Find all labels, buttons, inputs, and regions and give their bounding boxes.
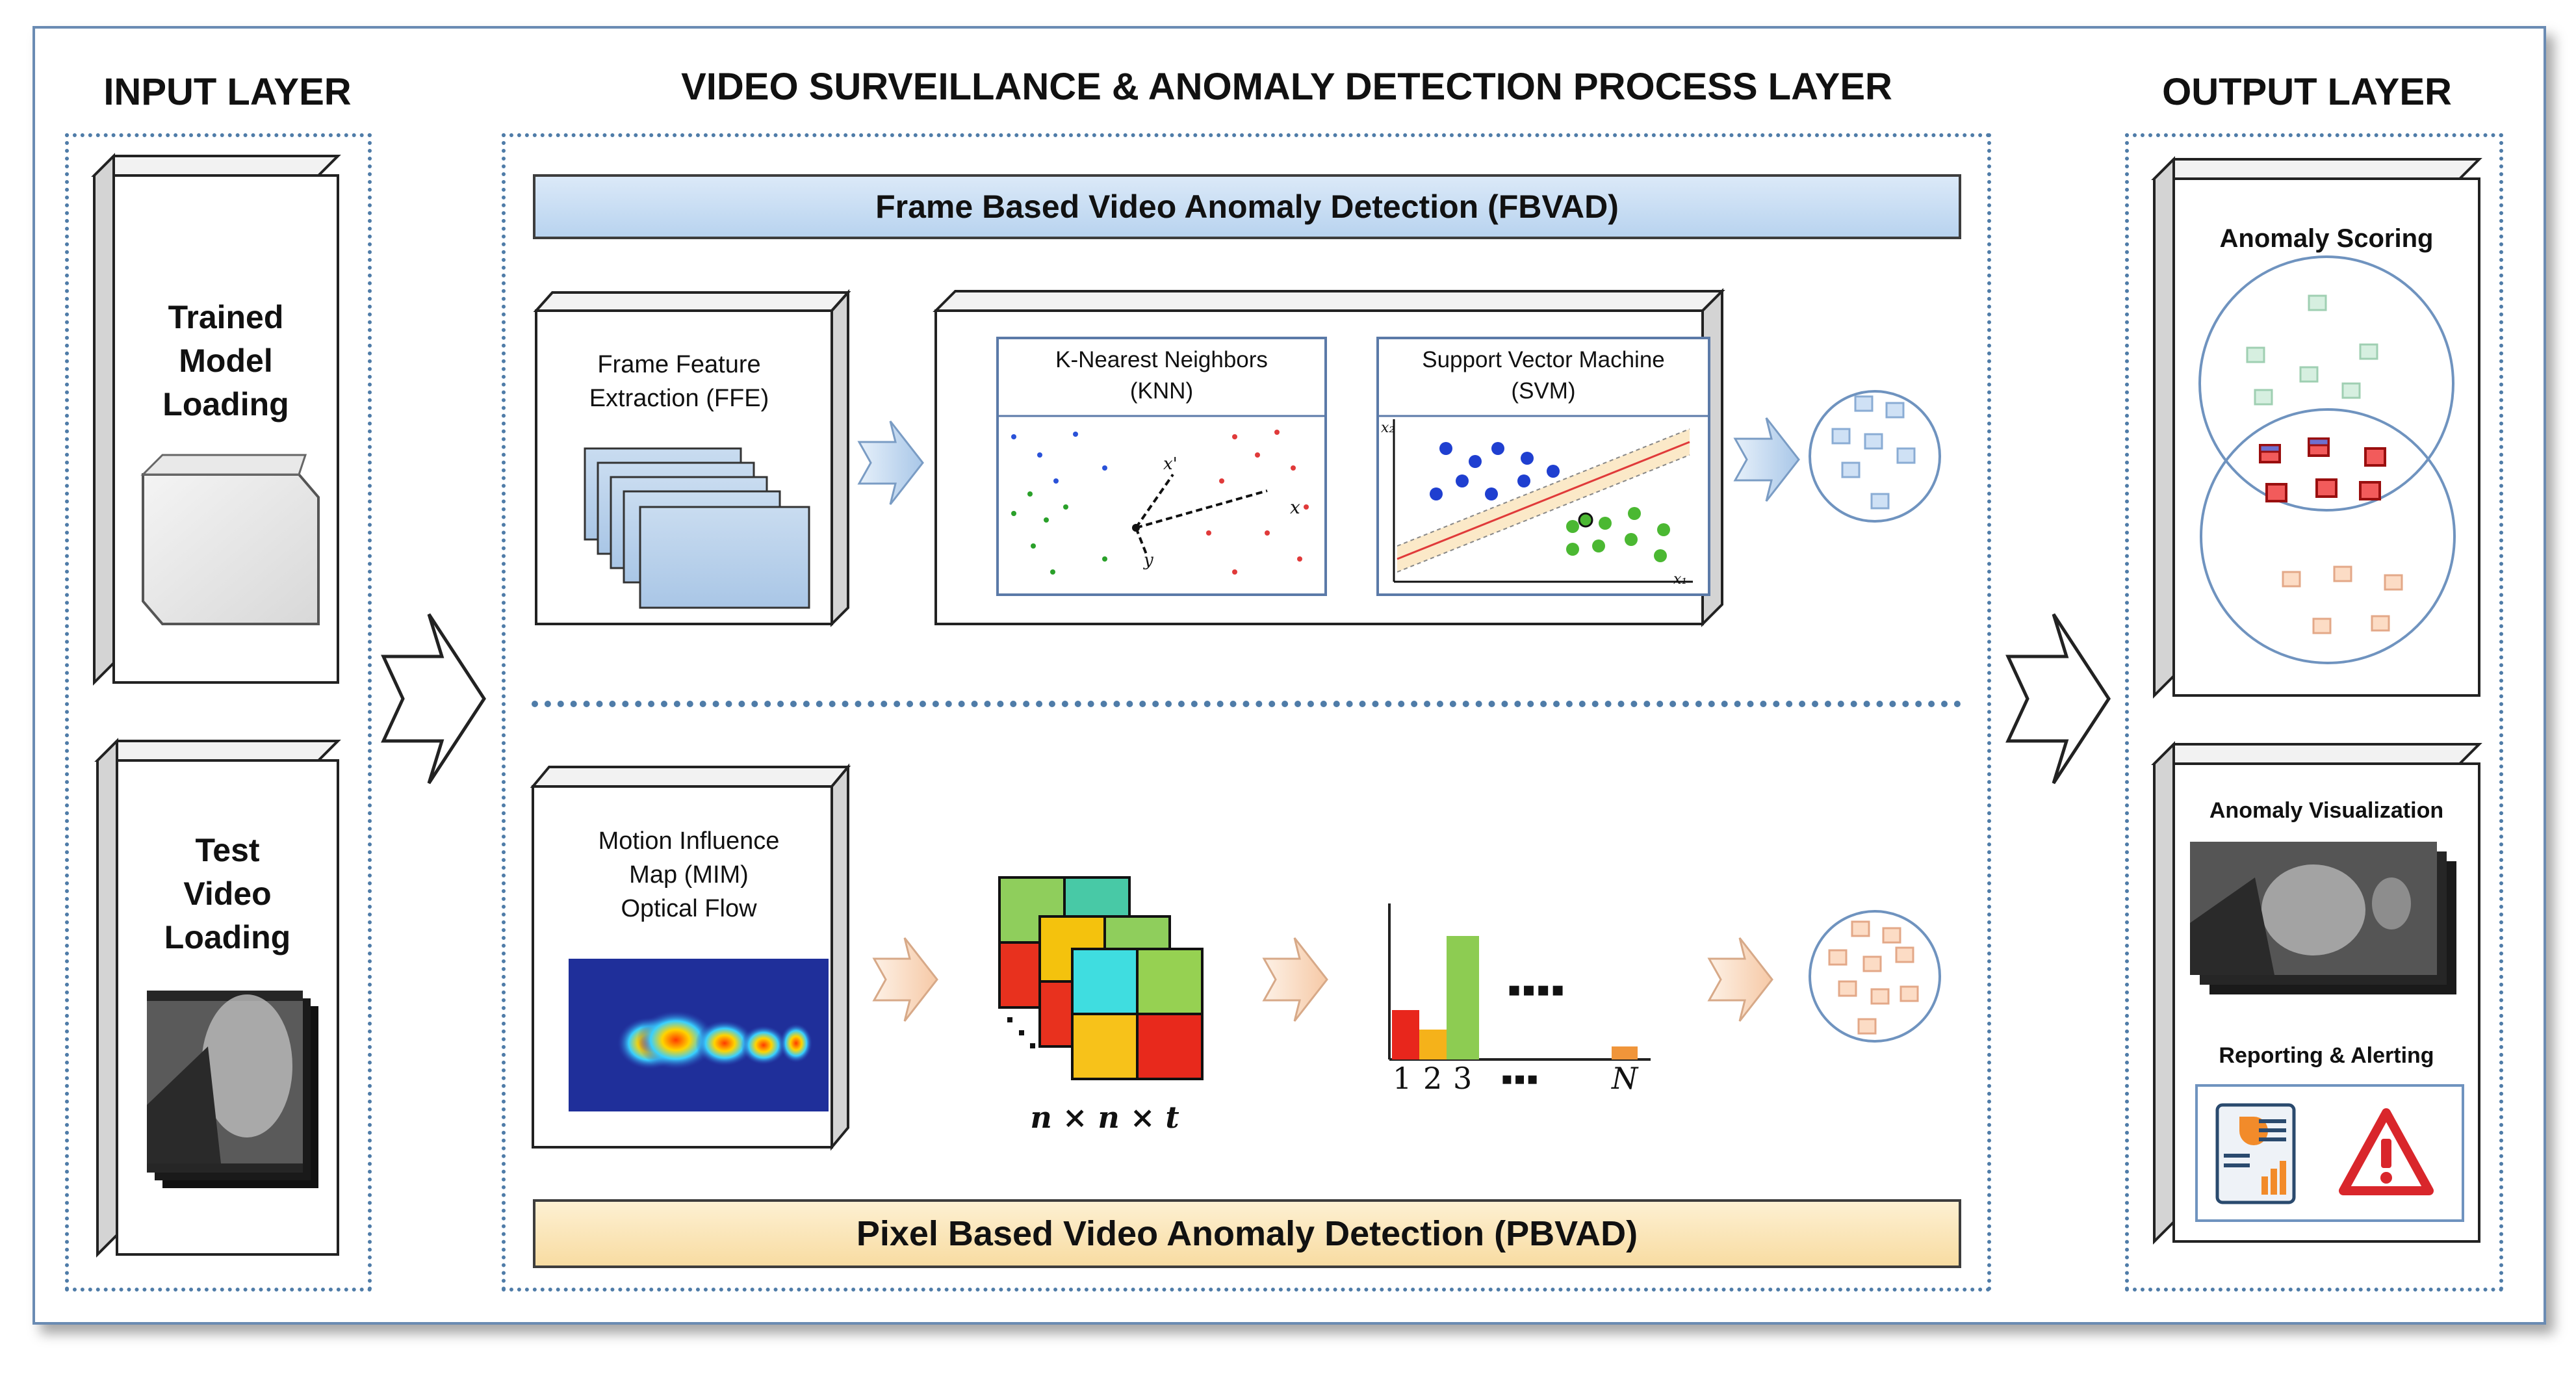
arrow-right-icon: [381, 613, 2111, 785]
knn-label: K-Nearest Neighbors(KNN): [1055, 347, 1268, 404]
scoring-venn: [2198, 255, 2456, 664]
arrow-right-icon: [872, 937, 938, 1022]
svm-panel: x₂ x₁: [1376, 337, 1710, 596]
motion-grid-stack: [998, 876, 1204, 1080]
arrow-right-icon: [1733, 417, 1800, 502]
arrow-right-icon: [857, 421, 924, 505]
svg-text:y: y: [1143, 551, 1153, 570]
grid-size-label: n × n × t: [1030, 1100, 1179, 1135]
output-layer-heading: OUTPUT LAYER: [2162, 71, 2452, 113]
svm-label: Support Vector Machine(SVM): [1422, 347, 1665, 404]
input-layer-heading: INPUT LAYER: [103, 71, 352, 113]
anomaly-visualization-label: Anomaly Visualization: [2209, 798, 2444, 823]
hist-label-3: 3: [1453, 1061, 1473, 1096]
visualization-frames: [2190, 842, 2456, 994]
report-chart-icon: [2215, 1103, 2296, 1204]
hist-label-2: 2: [1423, 1061, 1443, 1096]
output-layer-box: [2125, 133, 2503, 1292]
knn-panel: x' x y: [996, 337, 1327, 596]
cube-box-icon: [140, 454, 320, 625]
fbvad-result-circle: [1809, 390, 1941, 523]
process-layer-box: [502, 133, 1991, 1292]
hist-ellipsis: ▪▪▪▪: [1508, 978, 1566, 1001]
section-separator: [532, 701, 1961, 707]
pbvad-result-circle: [1809, 910, 1941, 1043]
svg-text:x₁: x₁: [1673, 571, 1687, 588]
arrow-right-icon: [1262, 937, 1328, 1022]
reporting-alerting-label: Reporting & Alerting: [2219, 1043, 2434, 1068]
input-layer-box: [65, 133, 372, 1292]
hist-label-n: N: [1612, 1061, 1638, 1096]
pbvad-title-bar: Pixel Based Video Anomaly Detection (PBV…: [533, 1199, 1961, 1268]
svg-text:x₂: x₂: [1381, 420, 1395, 436]
hist-axis-ellipsis: ▪▪▪: [1501, 1069, 1539, 1089]
svg-text:x': x': [1163, 454, 1178, 474]
alert-triangle-icon: [2339, 1108, 2434, 1195]
optical-flow-heatmap: [569, 959, 829, 1111]
feature-histogram: [1388, 903, 1651, 1061]
process-layer-heading: VIDEO SURVEILLANCE & ANOMALY DETECTION P…: [681, 66, 1892, 108]
video-frames-icon: [147, 991, 318, 1188]
arrow-right-icon: [1707, 937, 1773, 1022]
anomaly-scoring-label: Anomaly Scoring: [2219, 224, 2434, 253]
hist-label-1: 1: [1393, 1061, 1412, 1096]
fbvad-title-bar: Frame Based Video Anomaly Detection (FBV…: [533, 174, 1961, 239]
ffe-frame-stack: [584, 447, 810, 609]
svg-text:x: x: [1290, 497, 1300, 518]
